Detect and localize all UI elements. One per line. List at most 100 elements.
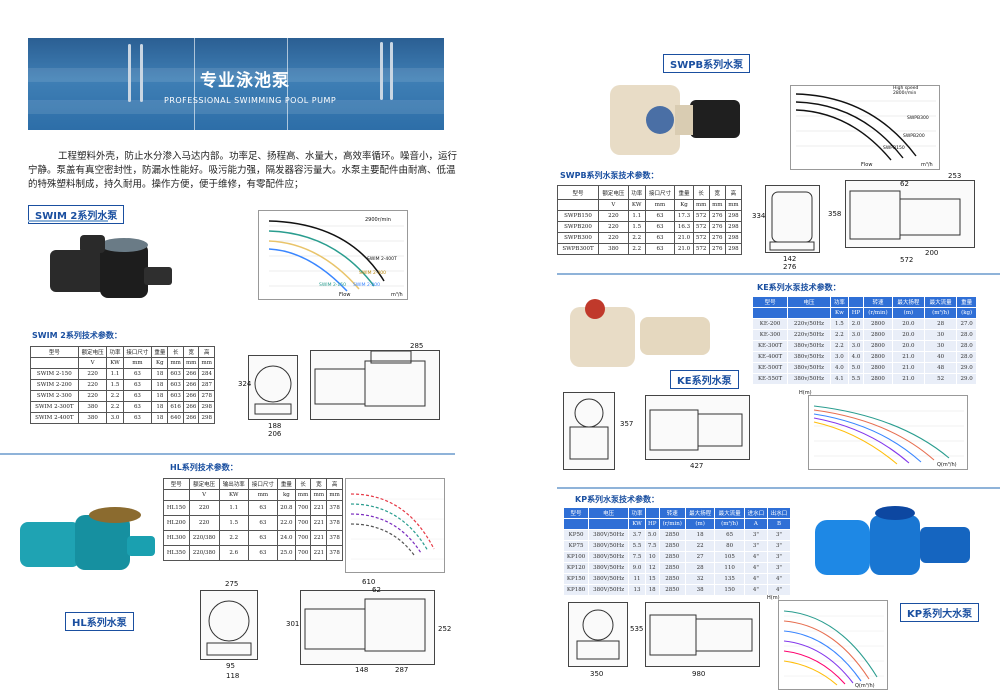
table-cell: 24.0 — [276, 530, 296, 546]
table-cell: 宽 — [182, 346, 200, 358]
table-cell: SWIM 2-300T — [30, 401, 79, 413]
swpb-series-1: SWPB300 — [907, 116, 929, 121]
swpb-dim-3: 572 — [900, 256, 914, 264]
table-cell: 616 — [167, 401, 184, 413]
table-cell: 3" — [766, 551, 792, 563]
table-cell: 380v/50Hz — [787, 373, 831, 385]
table-cell: 220 — [77, 379, 108, 391]
table-cell: 宽 — [310, 478, 328, 490]
table-cell: 4.0 — [847, 351, 865, 363]
table-cell: 298 — [724, 243, 743, 255]
swpb-front-drawing — [765, 185, 820, 253]
table-cell: KP120 — [562, 562, 590, 574]
table-cell: 3.7 — [628, 529, 646, 541]
table-cell: 572 — [692, 232, 710, 244]
table-cell: 63 — [122, 401, 153, 413]
table-cell: 25.0 — [276, 545, 296, 561]
table-cell: 63 — [644, 210, 676, 222]
table-cell — [751, 307, 789, 319]
kp-dim-1: 350 — [590, 670, 604, 678]
table-cell: 额定电压 — [77, 346, 108, 358]
table-cell: 27 — [684, 551, 716, 563]
table-cell: 转速 — [658, 507, 686, 519]
table-cell: 278 — [198, 390, 215, 402]
table-cell: 287 — [198, 379, 215, 391]
swpb-chart-xunit: m³/h — [921, 162, 933, 168]
table-cell: 2.2 — [627, 243, 646, 255]
table-cell: 63 — [247, 545, 278, 561]
table-cell: 宽 — [708, 185, 726, 200]
table-cell: 重量 — [276, 478, 296, 490]
swpb-chart-xlabel: Flow — [861, 162, 873, 168]
table-cell: 2850 — [658, 529, 686, 541]
table-cell: V — [188, 489, 220, 501]
table-cell: 20.8 — [276, 500, 296, 516]
table-cell: 21.0 — [674, 232, 694, 244]
swpb-series-3: SWPB150 — [883, 146, 905, 151]
table-cell: 高 — [326, 478, 343, 490]
table-cell: HP — [644, 518, 660, 530]
table-cell: 266 — [182, 401, 200, 413]
table-cell: 18 — [151, 379, 169, 391]
ke-chart-ylabel: H(m) — [799, 390, 812, 396]
table-cell: mm — [247, 489, 278, 501]
table-cell: 640 — [167, 412, 184, 424]
table-cell: 380V/50Hz — [588, 562, 630, 574]
swim-chart-xlabel: Flow — [339, 292, 351, 298]
table-cell: 30 — [924, 340, 958, 352]
table-cell: 220 — [188, 500, 220, 516]
table-cell — [557, 199, 599, 211]
table-cell: 27.0 — [956, 318, 977, 330]
table-cell: 1.1 — [106, 368, 124, 380]
table-cell: 700 — [294, 530, 312, 546]
table-cell: 48 — [924, 362, 958, 374]
table-cell: (kg) — [956, 307, 977, 319]
table-cell: SWIM 2-300 — [30, 390, 79, 402]
table-cell: 220 — [77, 368, 108, 380]
table-cell: KP180 — [562, 584, 590, 596]
table-cell: 15 — [644, 573, 660, 585]
table-cell: B — [766, 518, 792, 530]
divider — [28, 220, 108, 222]
table-cell: 型号 — [562, 507, 590, 519]
table-cell: 2850 — [658, 573, 686, 585]
table-cell: 378 — [326, 530, 343, 546]
table-cell: mm — [724, 199, 743, 211]
table-cell: KE-500T — [751, 362, 789, 374]
table-cell: 30 — [924, 329, 958, 341]
table-cell: 603 — [167, 379, 184, 391]
table-cell: mm — [122, 357, 153, 369]
table-cell: 高 — [198, 346, 215, 358]
table-cell: 1.1 — [218, 500, 249, 516]
ke-chart-xlabel: Q(m³/h) — [937, 462, 957, 468]
table-cell: 最大流量 — [714, 507, 745, 519]
table-cell: 3.0 — [829, 351, 849, 363]
swpb-dim-6: 62 — [900, 180, 909, 188]
table-cell: KE-550T — [751, 373, 789, 385]
table-cell: Kw — [829, 307, 849, 319]
table-cell: 18 — [151, 401, 169, 413]
table-cell: 28.0 — [956, 329, 977, 341]
kp-chart-xlabel: Q(m³/h) — [855, 683, 875, 689]
hl-dim-9: 287 — [395, 666, 409, 674]
swpb-table-title: SWPB系列水泵技术参数： — [560, 171, 659, 180]
table-cell: 298 — [724, 232, 743, 244]
table-cell: 63 — [644, 232, 676, 244]
table-cell: 221 — [310, 515, 328, 531]
table-cell — [562, 518, 590, 530]
table-cell: 63 — [247, 515, 278, 531]
swim-dim-2: 188 — [268, 422, 282, 430]
table-cell: 电压 — [588, 507, 630, 519]
table-cell: 28 — [684, 562, 716, 574]
table-cell: 功率 — [627, 185, 646, 200]
kp-front-drawing — [568, 602, 628, 667]
table-cell: 298 — [198, 401, 215, 413]
table-cell: 298 — [724, 221, 743, 233]
